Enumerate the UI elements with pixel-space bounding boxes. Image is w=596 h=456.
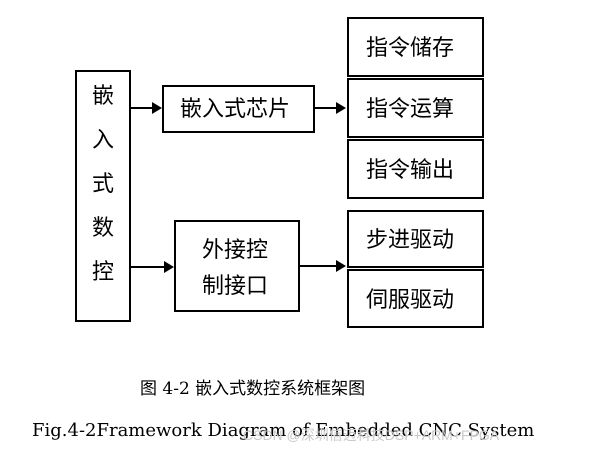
control-interface-box: 外接控 制接口 (174, 220, 300, 312)
servo-drive-box: 伺服驱动 (347, 269, 484, 328)
instr-compute-label: 指令运算 (366, 97, 455, 122)
arrow-chip-to-instructions-head (336, 102, 346, 114)
instr-store-box: 指令储存 (347, 17, 484, 77)
arrow-root-to-control-head (164, 261, 174, 273)
step-drive-box: 步进驱动 (347, 210, 484, 268)
arrow-chip-to-instructions-line (315, 107, 337, 109)
servo-drive-label: 伺服驱动 (366, 288, 455, 313)
figure-caption-english: Fig.4-2Framework Diagram of Embedded CNC… (32, 420, 535, 441)
csdn-watermark: CSDN @深圳信迈科技DSP+ARM+FPGA (243, 427, 500, 443)
chip-label: 嵌入式芯片 (180, 97, 291, 122)
root-box-embedded-cnc: 嵌 入 式 数 控 (75, 70, 131, 322)
figure-caption-chinese: 图 4-2 嵌入式数控系统框架图 (140, 379, 366, 399)
arrow-root-to-chip-head (152, 102, 162, 114)
chip-box: 嵌入式芯片 (162, 85, 315, 133)
control-label-line1: 外接控 (202, 238, 269, 263)
arrow-root-to-chip-line (131, 107, 153, 109)
instr-compute-box: 指令运算 (347, 78, 484, 138)
instr-store-label: 指令储存 (366, 36, 455, 61)
step-drive-label: 步进驱动 (366, 228, 455, 253)
root-char-1: 嵌 (91, 84, 114, 109)
instr-output-label: 指令输出 (366, 158, 455, 183)
arrow-root-to-control-line (131, 266, 165, 268)
control-label-line2: 制接口 (202, 274, 269, 299)
root-char-3: 式 (91, 172, 114, 197)
arrow-control-to-drives-head (336, 260, 346, 272)
instr-output-box: 指令输出 (347, 139, 484, 199)
root-char-4: 数 (91, 216, 114, 241)
root-char-5: 控 (91, 260, 114, 285)
root-char-2: 入 (91, 128, 114, 153)
arrow-control-to-drives-line (300, 265, 337, 267)
root-box-vertical-label: 嵌 入 式 数 控 (77, 86, 129, 284)
